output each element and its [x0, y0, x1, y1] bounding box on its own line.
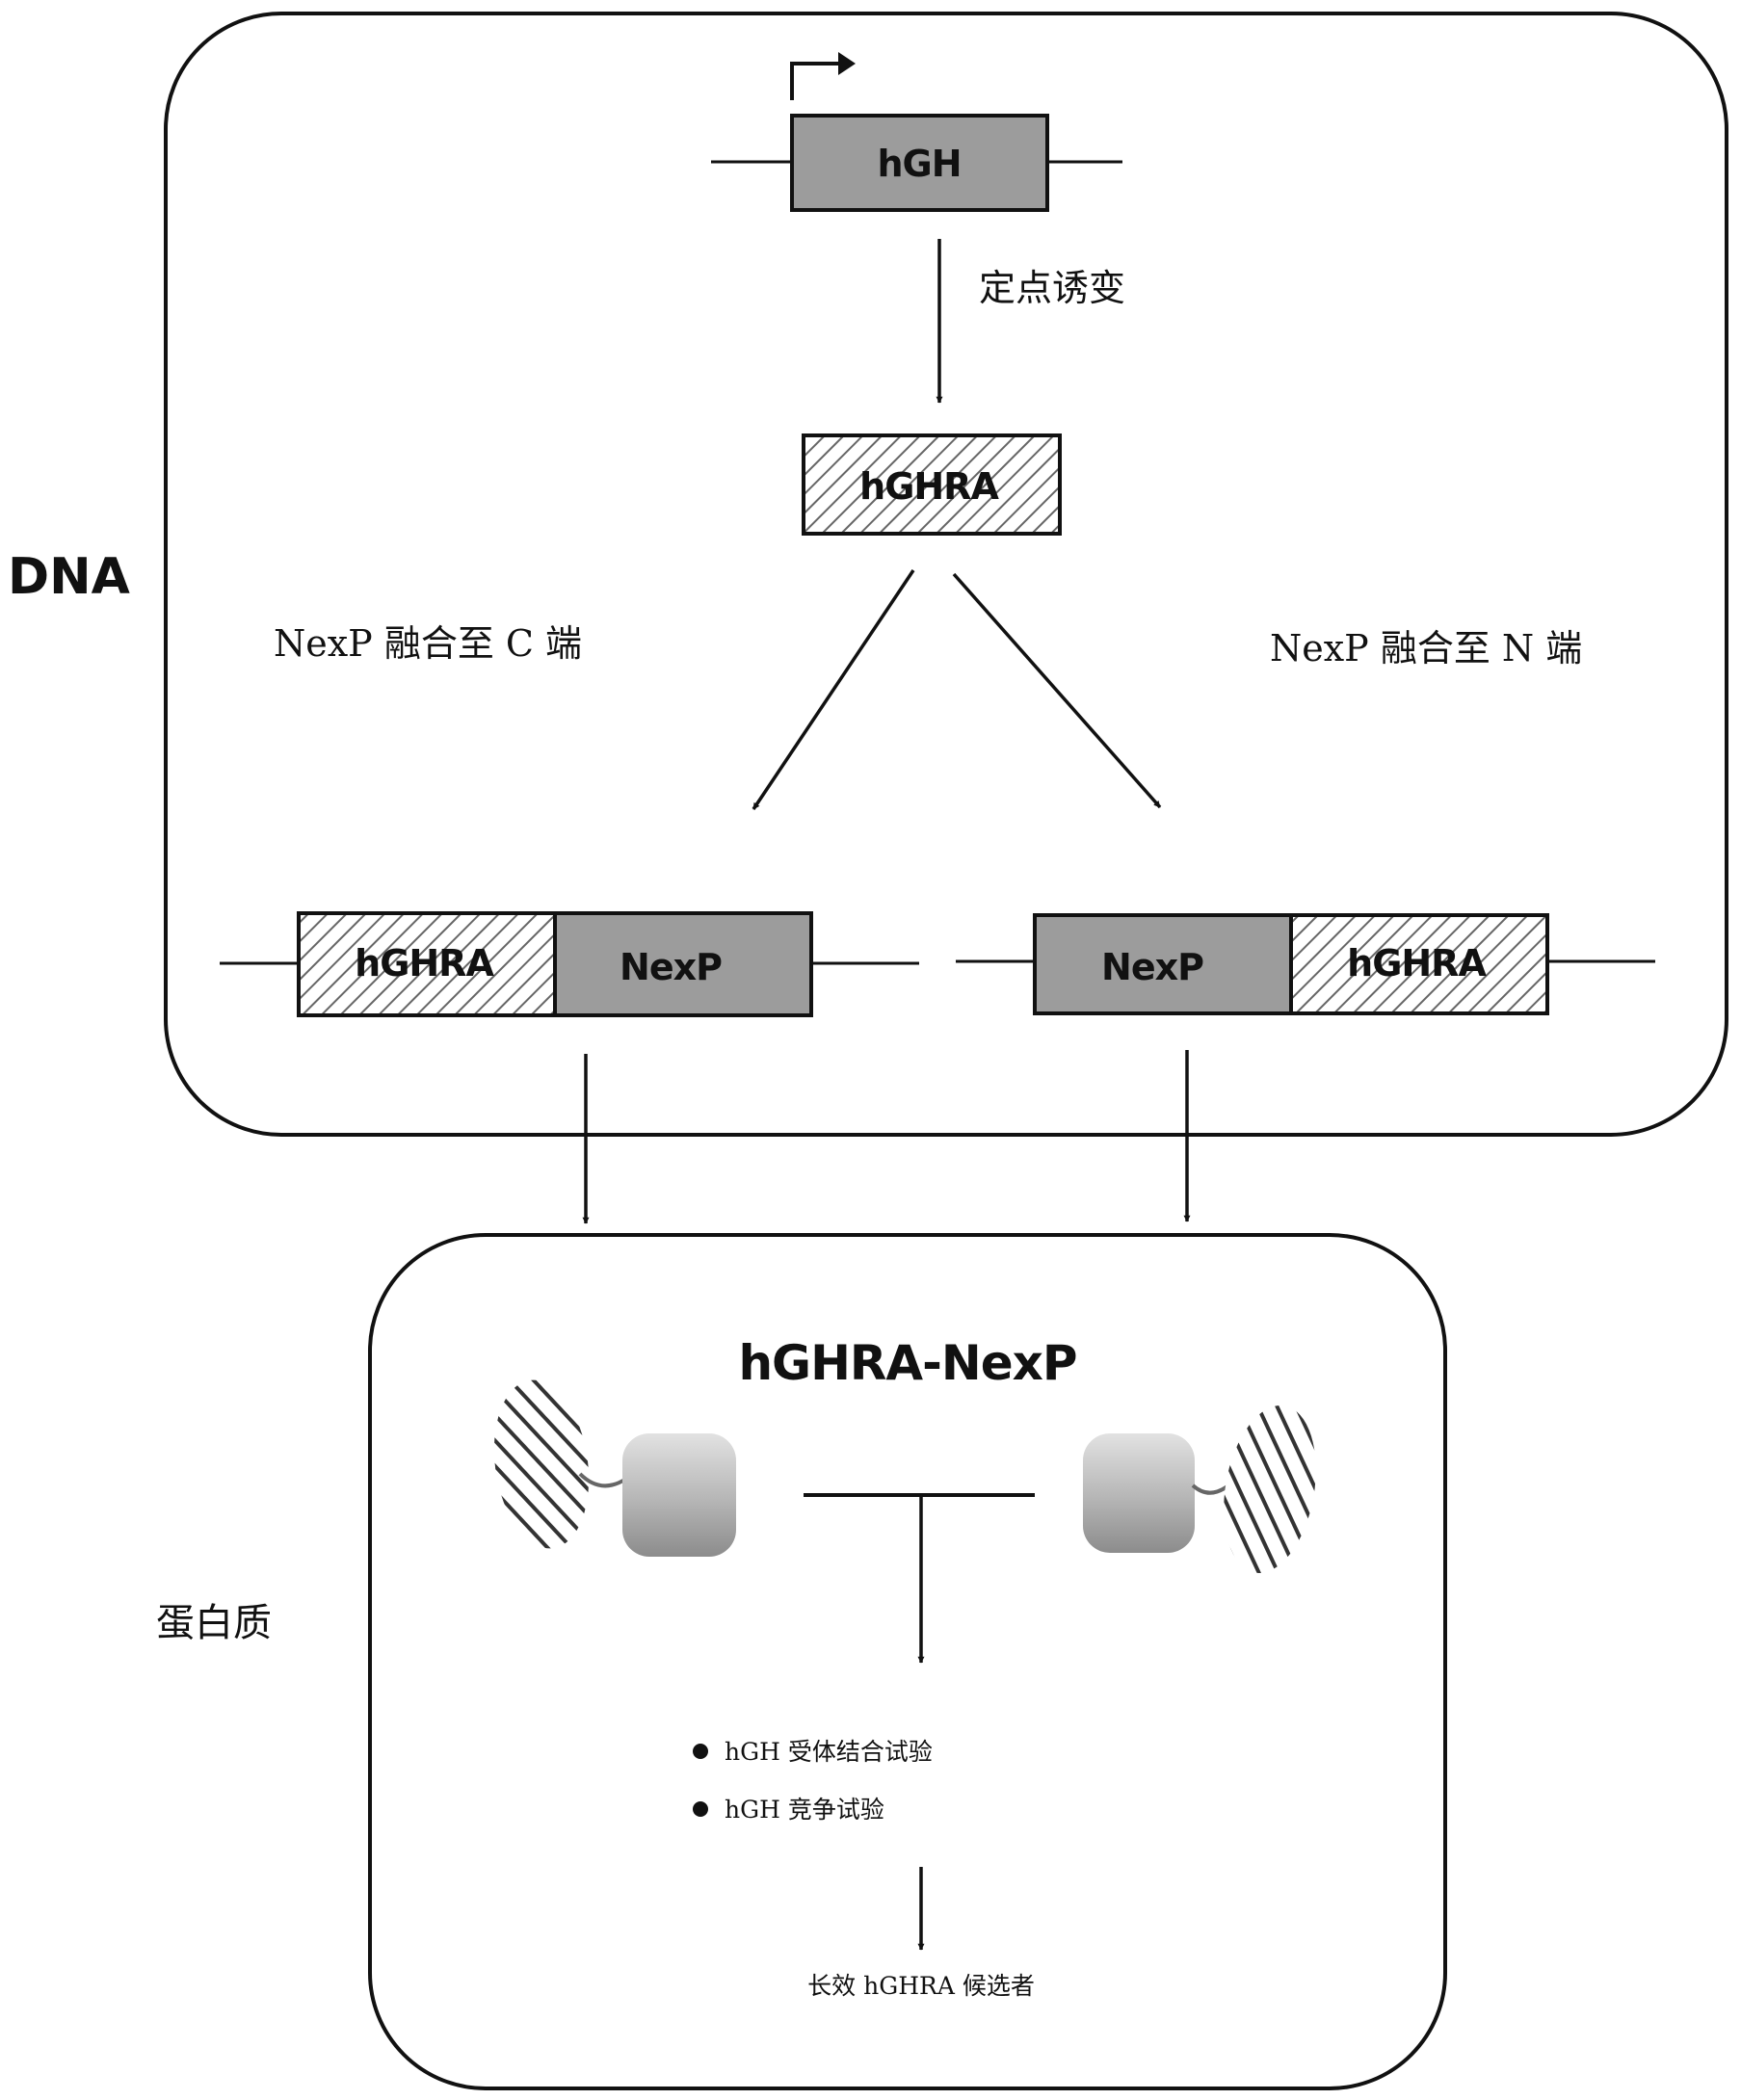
branch-arrow-left: [752, 569, 915, 810]
protein-title: hGHRA-NexP: [738, 1335, 1076, 1391]
dna-panel: [164, 12, 1728, 1137]
mutagenesis-caption: 定点诱变: [979, 267, 1125, 309]
left-branch-caption: NexP 融合至 C 端: [274, 622, 582, 665]
right-construct-nexp-box: [1033, 913, 1293, 1015]
right-construct-hghra-box: [1289, 913, 1549, 1015]
right-branch-caption: NexP 融合至 N 端: [1270, 627, 1582, 669]
protein-panel: [368, 1233, 1447, 2090]
protein-label: 蛋白质: [156, 1601, 272, 1645]
dna-label: DNA: [8, 548, 130, 606]
hgh-gene-label: hGH: [877, 143, 961, 185]
right-construct-hghra-label: hGHRA: [1347, 942, 1487, 984]
protein-hghra-nexp-icon: [493, 1379, 736, 1557]
promoter-arrow-icon: [790, 52, 856, 100]
left-construct-nexp-label: NexP: [620, 946, 722, 988]
assay-item-2: hGH 竞争试验: [725, 1796, 884, 1824]
hghra-mutant-label: hGHRA: [859, 465, 999, 508]
assay-item-1: hGH 受体结合试验: [725, 1738, 933, 1766]
assay-bullet-1: [693, 1744, 708, 1759]
hghra-mutant-box: [802, 433, 1062, 536]
result-caption: 长效 hGHRA 候选者: [807, 1972, 1035, 2000]
hgh-gene-box: [790, 114, 1049, 212]
left-construct-hghra-label: hGHRA: [355, 942, 494, 984]
protein-nexp-hghra-icon: [1083, 1404, 1316, 1574]
right-construct-nexp-label: NexP: [1101, 946, 1203, 988]
left-construct-hghra-box: [297, 911, 557, 1017]
left-construct-nexp-box: [553, 911, 813, 1017]
branch-arrow-right: [952, 572, 1162, 809]
assay-bullet-2: [693, 1801, 708, 1817]
